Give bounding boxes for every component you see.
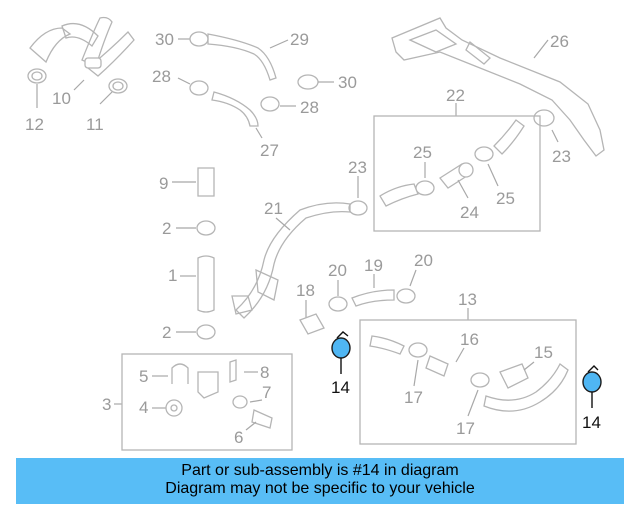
callout-4: 4 <box>139 398 148 417</box>
hose-1 <box>197 255 215 313</box>
hose-small-13 <box>369 335 405 355</box>
clamp-28 <box>189 80 209 96</box>
clamp-30b <box>297 74 319 90</box>
callout-17b: 17 <box>456 419 475 438</box>
connector-9 <box>197 167 215 197</box>
caption-banner: Part or sub-assembly is #14 in diagram D… <box>16 458 624 504</box>
callout-15: 15 <box>534 343 553 362</box>
callout-25: 25 <box>413 143 432 162</box>
hose-assembly-10 <box>29 16 135 77</box>
callout-27: 27 <box>260 141 279 160</box>
callout-20: 20 <box>328 261 347 280</box>
callout-13: 13 <box>458 290 477 309</box>
callout-28b: 28 <box>300 98 319 117</box>
callout-6: 6 <box>234 428 243 447</box>
clamp-20b <box>396 288 416 304</box>
box-13 <box>359 319 577 445</box>
callout-25b: 25 <box>496 189 515 208</box>
washer-4 <box>165 399 183 417</box>
callout-23b: 23 <box>552 147 571 166</box>
callout-30: 30 <box>155 30 174 49</box>
callout-14-left: 14 <box>331 378 350 397</box>
callout-5: 5 <box>139 367 148 386</box>
clamp-14-right <box>582 365 602 393</box>
clamp-20 <box>328 296 348 312</box>
clamp-14-left <box>331 331 351 359</box>
clamp-28b <box>260 96 280 112</box>
hose-13 <box>483 363 569 412</box>
hose-19 <box>351 289 395 307</box>
callout-18: 18 <box>296 281 315 300</box>
hose-29 <box>207 33 277 81</box>
clamp-30 <box>189 31 209 47</box>
callout-19: 19 <box>364 256 383 275</box>
callout-12: 12 <box>25 115 44 134</box>
callout-24: 24 <box>460 203 479 222</box>
tee-3 <box>197 371 219 399</box>
clamp-23 <box>348 200 368 216</box>
callout-11: 11 <box>86 115 104 134</box>
callout-28: 28 <box>152 67 171 86</box>
bracket-26 <box>391 17 605 157</box>
valve-18 <box>299 313 325 335</box>
callout-16: 16 <box>460 330 479 349</box>
clamp-17b <box>470 372 490 388</box>
pipe-21 <box>231 202 351 319</box>
callout-10: 10 <box>52 89 71 108</box>
callout-23: 23 <box>348 158 367 177</box>
caption-line-2: Diagram may not be specific to your vehi… <box>165 480 475 497</box>
callout-2: 2 <box>162 219 171 238</box>
callout-2b: 2 <box>162 323 171 342</box>
callout-29: 29 <box>290 30 309 49</box>
clamp-25b <box>474 146 494 162</box>
callout-26: 26 <box>550 32 569 51</box>
clamp-2b <box>196 324 216 340</box>
tee-16 <box>425 355 449 377</box>
clamp-12 <box>27 68 47 84</box>
callout-30b: 30 <box>338 73 357 92</box>
hose-small-22 <box>379 183 419 207</box>
box-22 <box>373 115 541 232</box>
parts-diagram: 12 10 11 30 29 30 28 28 27 26 23 22 25 2… <box>25 16 605 451</box>
clamp-17 <box>408 342 428 358</box>
caption-line-1: Part or sub-assembly is #14 in diagram <box>181 462 459 479</box>
clamp-11 <box>108 78 128 94</box>
callout-1: 1 <box>168 266 177 285</box>
clamp-2 <box>196 220 216 236</box>
hose-25 <box>493 119 525 155</box>
washer-7 <box>232 395 248 409</box>
hose-27 <box>211 91 259 127</box>
callout-3: 3 <box>102 395 111 414</box>
hose-5 <box>171 363 189 384</box>
clamp-23b <box>533 109 555 127</box>
callout-8: 8 <box>260 363 269 382</box>
clip-8 <box>229 359 237 383</box>
callout-7: 7 <box>262 383 271 402</box>
fitting-6 <box>251 409 273 429</box>
callout-9: 9 <box>159 174 168 193</box>
clamp-25 <box>415 180 435 196</box>
callout-14-right: 14 <box>582 413 601 432</box>
callout-22: 22 <box>446 86 465 105</box>
bracket-15 <box>499 363 529 389</box>
callout-21: 21 <box>264 199 283 218</box>
callout-20b: 20 <box>414 251 433 270</box>
callout-17: 17 <box>404 388 423 407</box>
box-3 <box>121 353 293 451</box>
